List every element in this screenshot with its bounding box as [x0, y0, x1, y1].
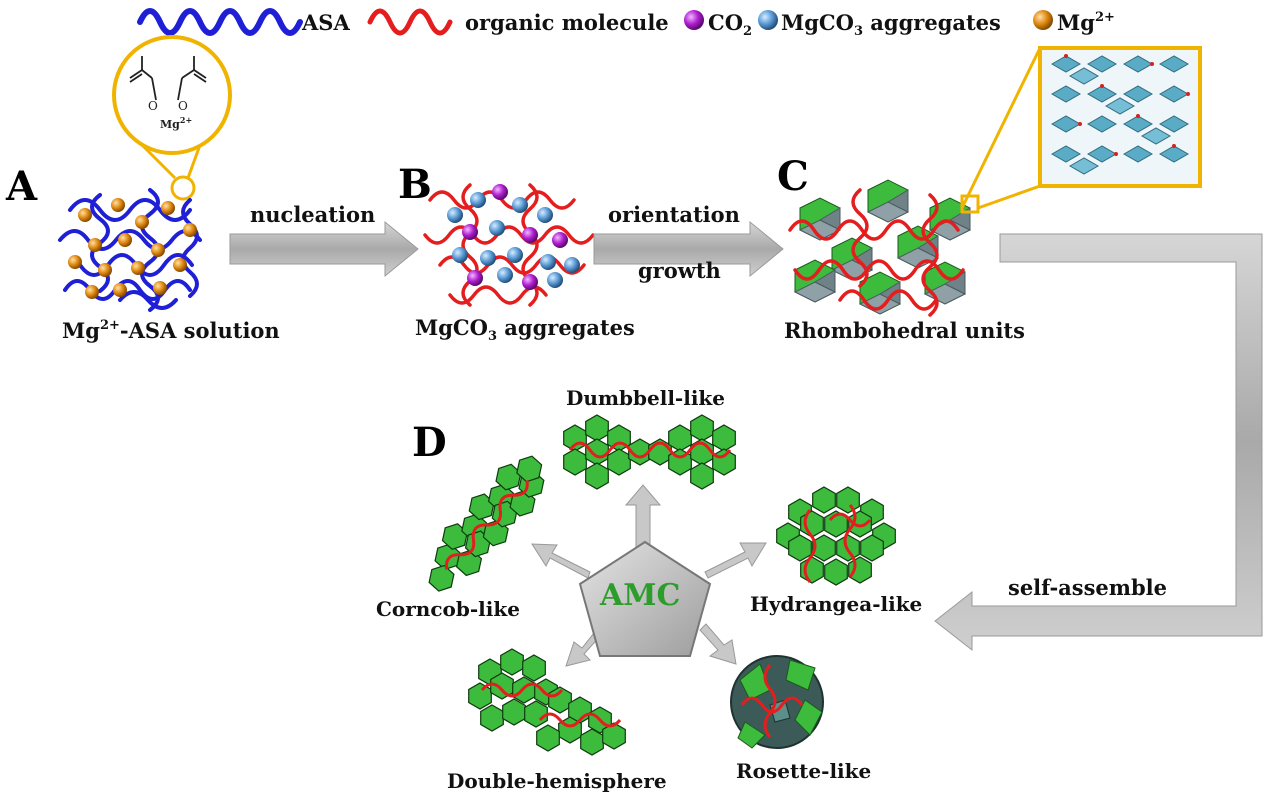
nucleation-arrow: nucleation — [229, 202, 419, 278]
mg-coordination-inset: O O Mg2+ — [112, 35, 232, 201]
corncob-label: Corncob-like — [376, 597, 520, 621]
orientation-growth-arrow: orientation growth — [593, 202, 784, 283]
self-assemble-arrow: self-assemble — [934, 233, 1263, 652]
amc-label: AMC — [599, 578, 680, 613]
self-assemble-label: self-assemble — [1008, 575, 1167, 600]
growth-label: growth — [638, 258, 721, 283]
mg-ion-spheres — [68, 198, 197, 299]
mg-sphere-icon — [1033, 10, 1053, 30]
panel-d-letter: D — [412, 419, 447, 466]
panel-a: A O O Mg2+ — [5, 35, 280, 343]
svg-text:O: O — [148, 99, 158, 113]
panel-c-letter: C — [777, 153, 809, 200]
panel-a-label: Mg2+-ASA solution — [62, 318, 280, 343]
double-hemisphere-morphology: Double-hemisphere — [447, 648, 667, 793]
rhombohedral-units — [794, 179, 971, 315]
radiating-arrows — [531, 484, 767, 667]
panel-a-letter: A — [5, 163, 38, 210]
mgco3-and-co2-spheres — [447, 184, 580, 290]
hydrangea-like-morphology: Hydrangea-like — [750, 486, 922, 616]
panel-c: C Rhombohedral units — [777, 46, 1202, 343]
dumbbell-label: Dumbbell-like — [566, 386, 725, 410]
crystal-lattice-inset — [960, 46, 1202, 214]
dumbbell-like-morphology: Dumbbell-like — [563, 386, 736, 490]
organic-molecule-network — [423, 183, 595, 307]
panel-b-letter: B — [398, 161, 432, 208]
legend: ASA organic molecule CO2 MgCO3 aggregate… — [137, 8, 1115, 39]
hydrangea-label: Hydrangea-like — [750, 592, 922, 616]
panel-d: D AMC Dumbbell-like — [376, 386, 922, 793]
legend-mgco3-label: MgCO3 aggregates — [781, 10, 1001, 39]
legend-organic-label: organic molecule — [465, 10, 669, 35]
inset-mg-ion-label: Mg2+ — [160, 115, 192, 131]
svg-text:O: O — [178, 99, 188, 113]
orientation-label: orientation — [608, 202, 740, 227]
corncob-like-morphology — [423, 451, 550, 597]
amc-pentagon: AMC — [578, 540, 712, 657]
rosette-like-morphology: Rosette-like — [730, 655, 871, 783]
legend-mg-label: Mg2+ — [1057, 10, 1115, 35]
double-hemisphere-label: Double-hemisphere — [447, 769, 667, 793]
asa-legend-line-icon — [137, 8, 303, 36]
nucleation-label: nucleation — [250, 202, 375, 227]
panel-b: B MgCO3 — [398, 161, 635, 344]
co2-sphere-icon — [684, 10, 704, 30]
organic-molecule-legend-line-icon — [367, 8, 453, 36]
asa-polymer-network — [58, 188, 202, 312]
organic-chains-c — [788, 188, 965, 317]
panel-c-label: Rhombohedral units — [784, 318, 1025, 343]
mgco3-sphere-icon — [758, 10, 778, 30]
legend-asa-label: ASA — [301, 10, 350, 35]
rosette-label: Rosette-like — [736, 759, 871, 783]
legend-co2-label: CO2 — [708, 10, 752, 39]
panel-b-label: MgCO3 aggregates — [415, 315, 635, 344]
